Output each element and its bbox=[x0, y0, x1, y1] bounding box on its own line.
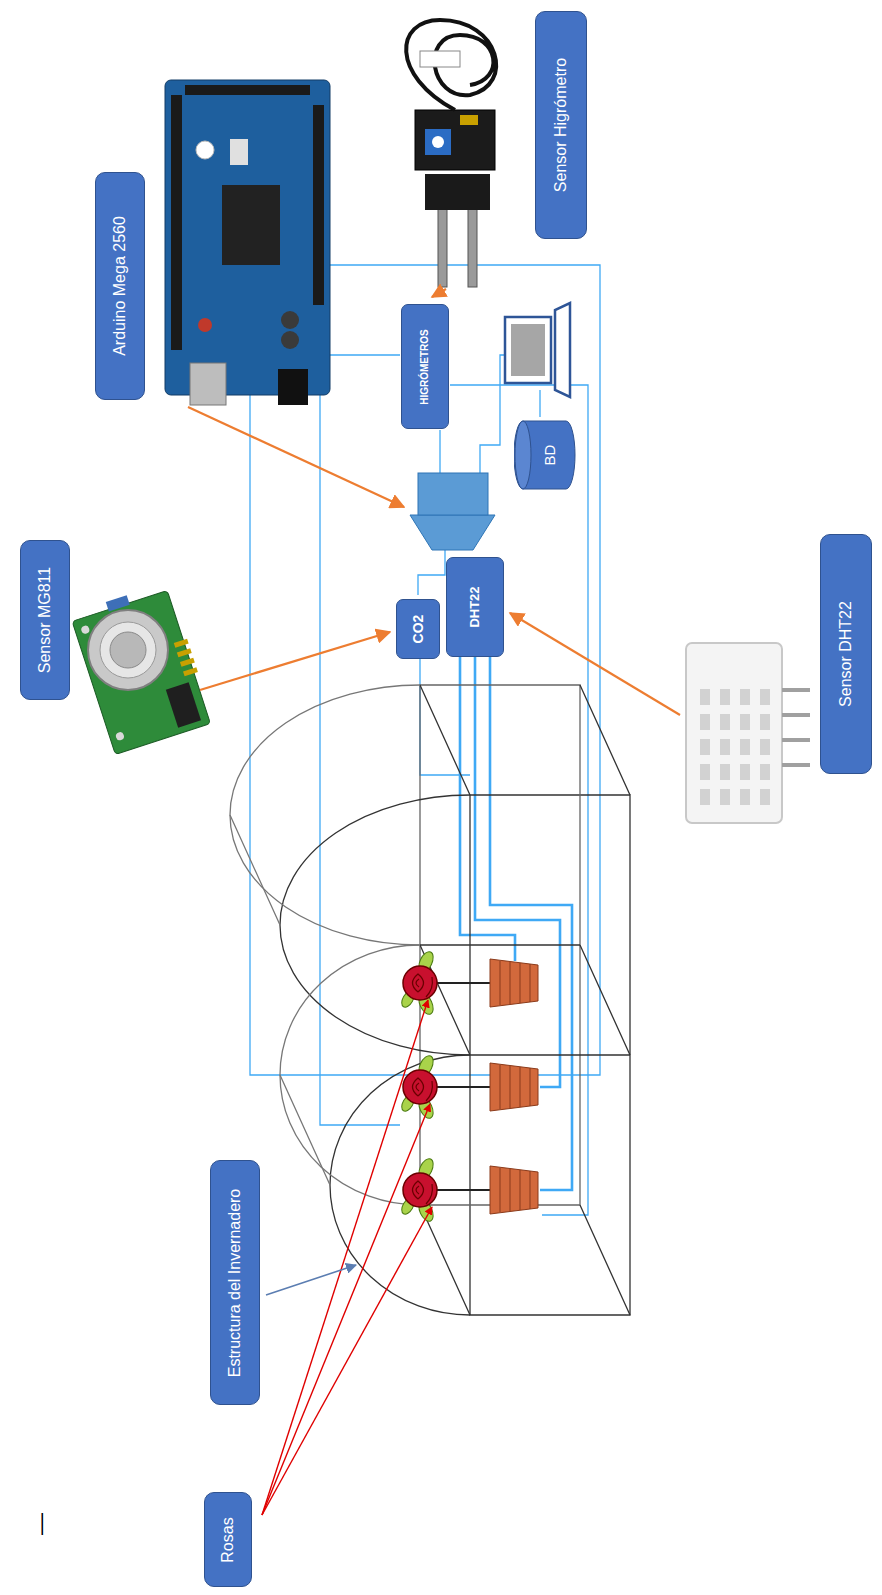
hygrometer-picture bbox=[406, 20, 496, 287]
sensor-box: CO2 bbox=[396, 599, 440, 659]
wire bbox=[250, 265, 600, 1215]
label-pill: Sensor Higrómetro bbox=[535, 11, 587, 239]
label-pill: Arduino Mega 2560 bbox=[95, 172, 145, 400]
node-text: Sensor MG811 bbox=[35, 567, 54, 673]
leader-arrow bbox=[266, 1265, 356, 1295]
label-pill: Sensor MG811 bbox=[20, 540, 70, 700]
sensor-wire bbox=[460, 657, 572, 1190]
database-cylinder: BD bbox=[514, 420, 576, 490]
sensor-box: HIGRÓMETROS bbox=[401, 305, 449, 430]
node-text: Arduino Mega 2560 bbox=[110, 216, 129, 356]
greenhouse bbox=[230, 685, 630, 1315]
arduino-module bbox=[410, 473, 495, 550]
cylinder-body bbox=[514, 421, 575, 489]
label-pill: Rosas bbox=[204, 1493, 252, 1588]
mark-label: — bbox=[28, 1513, 54, 1535]
mg811-picture bbox=[70, 582, 215, 755]
rose bbox=[399, 949, 538, 1016]
node-text: HIGRÓMETROS bbox=[419, 329, 431, 405]
leader-arrow bbox=[188, 289, 680, 715]
leader-arrow bbox=[262, 1000, 432, 1515]
node-text: Rosas bbox=[218, 1517, 237, 1562]
label-pill: Sensor DHT22 bbox=[820, 534, 872, 774]
node-text: Sensor DHT22 bbox=[836, 601, 855, 707]
node-text: Sensor Higrómetro bbox=[551, 58, 570, 192]
label-pill: Estructura del Invernadero bbox=[210, 1161, 260, 1406]
sensor-box: DHT22 bbox=[446, 557, 504, 657]
node-text: CO2 bbox=[410, 615, 427, 644]
dht22-picture bbox=[686, 643, 810, 823]
node-text: BD bbox=[531, 445, 559, 466]
arduino-picture bbox=[165, 80, 330, 405]
rose bbox=[399, 1053, 538, 1120]
rose bbox=[399, 1156, 538, 1223]
node-text: Estructura del Invernadero bbox=[225, 1189, 244, 1378]
laptop-icon bbox=[505, 303, 570, 397]
cylinder-top bbox=[515, 421, 531, 489]
node-text: DHT22 bbox=[467, 586, 483, 627]
